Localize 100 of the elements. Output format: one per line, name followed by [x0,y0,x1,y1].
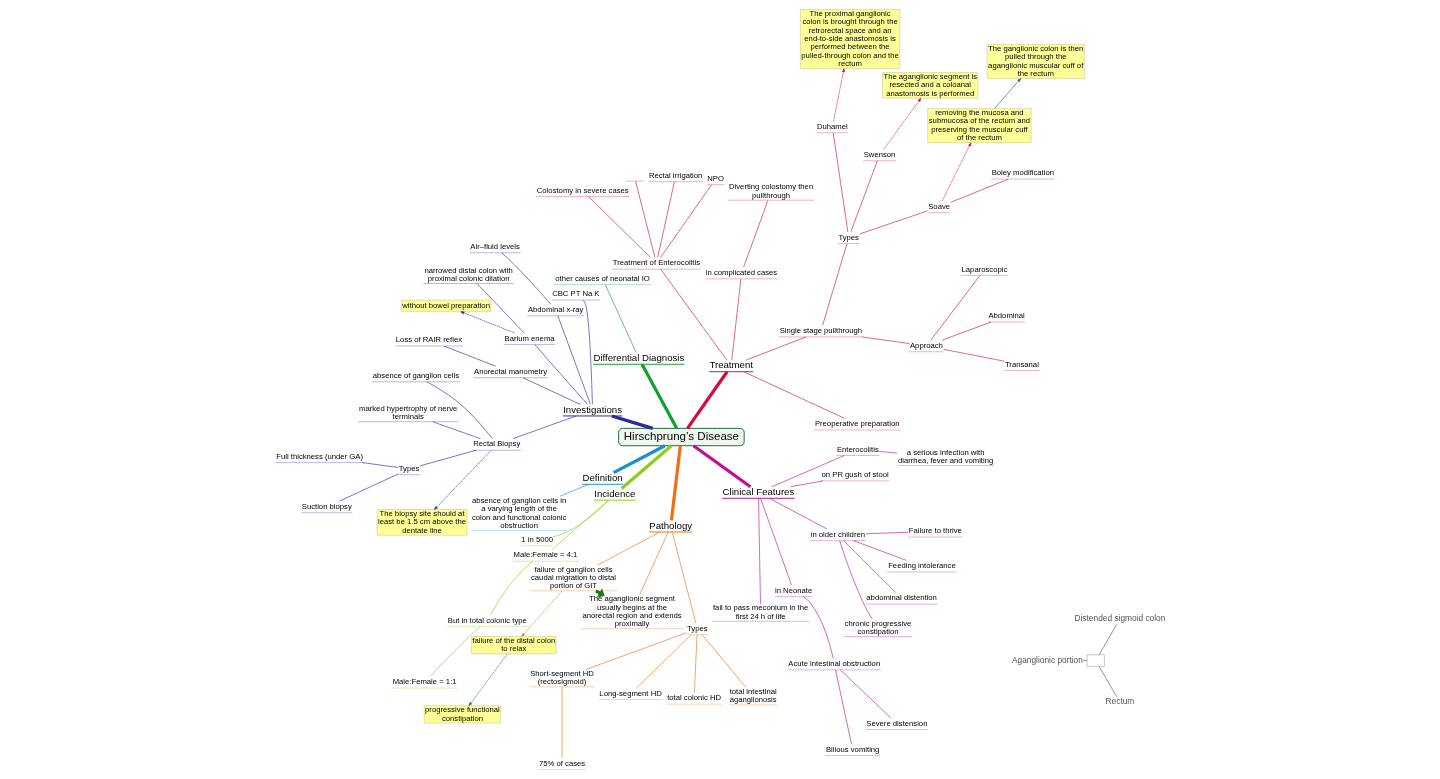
connector [930,275,980,341]
connector [361,462,399,468]
connector [551,499,609,550]
connector [489,560,533,616]
connector [443,345,496,367]
node-text: Full thickness (under GA) [275,451,363,461]
connector [789,480,823,488]
node-box: without bowel preparation [400,300,491,312]
connector [338,473,399,502]
node-text: Types [398,463,419,473]
connector [431,421,481,439]
connector [585,632,687,670]
connector [610,414,653,430]
connector [693,634,697,693]
connector [742,200,768,268]
node-text: Incidence [593,487,635,499]
connector [512,415,577,439]
connector [771,455,845,487]
node-text: Transanal [1004,359,1039,369]
node-text: Approach [909,340,943,350]
arrow [460,311,515,334]
node-text: Diverting colostomy then pullthrough [728,182,813,200]
node-text: Investigations [562,403,622,415]
node-box: failure of the distal colon to relax [470,636,556,655]
node-text: CBC PT Na K [551,289,599,299]
connector [533,344,588,405]
connector [557,315,591,405]
node-text: 75% of cases [538,758,585,768]
arrow [433,450,491,510]
node-text: Severe distension [865,718,927,728]
connector [692,444,751,489]
node-text: Barium enema [504,333,555,343]
connector [640,363,678,430]
node-text: Long-segment HD [598,688,662,698]
connector [612,444,666,475]
node-text: Anorectal manometry [473,366,547,376]
node-text: Duhamel [816,121,848,131]
node-box: removing the mucosa and submucosa of the rectum and preserving the muscular cuff of the rectum [927,108,1031,143]
node-text: in older children [810,529,865,539]
connector [878,451,897,454]
node-text: total colonic HD [666,693,721,703]
connector [742,371,845,419]
node-text: absence of ganglion cells [372,370,459,380]
node-text: Bilious vomiting [825,744,879,754]
node-box [1086,654,1105,667]
node-text: But in total colonic type [447,615,527,625]
node-text: on PR gush of stool [821,470,889,480]
connector [522,377,580,405]
connector [850,160,878,233]
connector [638,531,668,595]
node-text: narrowed distal colon with proximal colonic dilation [423,265,513,283]
node-box: Hirschprung’s Disease [617,427,745,447]
connector [500,252,551,305]
connector [596,531,660,566]
node-text: absence of ganglion cells in a varying length of the colon and functional colonic obstruction [471,495,566,530]
connector [669,445,682,521]
connector [768,498,827,530]
connector [426,381,493,439]
arrow [941,142,971,202]
node-text: other causes of neonatal IO [554,273,650,283]
connector [802,596,833,659]
connector [685,370,728,430]
node-text: Rectum [1105,696,1134,707]
node-text: Types [686,623,708,633]
node-text: in Neonate [774,585,812,595]
node-text: Single stage pullthrough [779,326,862,336]
connector [745,336,806,361]
connector [858,210,928,235]
node-text: NPO [706,173,724,183]
node-box: The biopsy site should at least be 1.5 cm above the dentate line [376,509,467,536]
arrow [882,97,921,150]
node-text: Air–fluid levels [469,241,520,251]
node-text: Soave [927,201,950,211]
node-text: Colostomy in severe cases [536,185,629,195]
node-text: Loss of RAIR reflex [395,335,462,345]
connector [659,184,712,258]
connector [635,634,692,689]
connector [656,181,675,258]
connector [559,483,589,497]
node-text: Enterocolitis [836,444,879,454]
node-text: Differential Diagnosis [593,351,684,363]
node-text: abdominal distention [865,593,937,603]
node-text: Abdominal [987,311,1025,321]
connector [757,498,761,605]
node-text: total intestinal aganglionosis [729,686,777,705]
node-text: Rectal Biopsy [472,439,520,449]
connector [941,321,991,341]
node-text: Failure to thrive [908,526,962,536]
node-text: Boley modification [991,168,1054,178]
node-text: Treatment [708,359,753,371]
connector [942,349,1005,362]
connector [759,498,792,586]
node-text: Treatment of Enterocolitis [612,258,700,268]
node-text: Aganglionic portion [1011,654,1083,665]
node-text: Feeding intolerance [887,561,956,571]
connector [701,634,746,688]
connector [659,268,727,361]
node-text: Definition [582,471,623,483]
node-text: Short-segment HD (rectosigmoid) [529,669,594,687]
node-text: chronic progressive constipation [844,618,911,637]
